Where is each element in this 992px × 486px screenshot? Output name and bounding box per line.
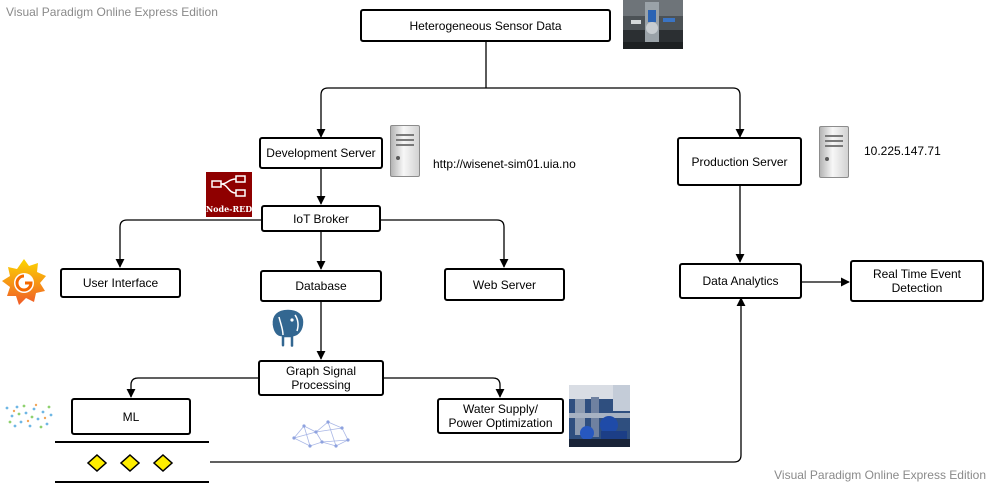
dev-server-url: http://wisenet-sim01.uia.no [433, 157, 576, 171]
production-server-box[interactable]: Production Server [677, 137, 802, 186]
graph-signal-processing-label: Graph Signal Processing [285, 364, 357, 392]
datastore-top-line [55, 441, 209, 443]
prod-server-ip: 10.225.147.71 [864, 144, 941, 158]
scatter-plot-icon [3, 402, 55, 431]
sensor-data-label: Heterogeneous Sensor Data [409, 18, 562, 33]
water-plant-photo [569, 385, 630, 447]
pipeline-diamonds [86, 453, 174, 473]
development-server-box[interactable]: Development Server [259, 137, 383, 169]
web-server-label: Web Server [472, 277, 537, 292]
production-server-label: Production Server [691, 154, 788, 169]
data-analytics-box[interactable]: Data Analytics [679, 263, 802, 299]
ml-label: ML [122, 409, 140, 424]
iot-broker-label: IoT Broker [293, 211, 349, 226]
edge-iot-to-ui [115, 219, 261, 268]
edge-iot-to-webserver [381, 219, 509, 268]
diamond-icon [152, 453, 174, 473]
sensor-photo [623, 0, 683, 49]
watermark-top-left: Visual Paradigm Online Express Edition [6, 5, 218, 19]
diamond-icon [119, 453, 141, 473]
iot-broker-box[interactable]: IoT Broker [261, 205, 381, 232]
edge-gsp-to-ml [126, 377, 258, 398]
data-analytics-label: Data Analytics [702, 274, 779, 288]
web-server-box[interactable]: Web Server [444, 268, 565, 301]
realtime-event-label: Real Time Event Detection [872, 267, 962, 295]
grafana-logo [2, 259, 46, 305]
database-box[interactable]: Database [260, 270, 382, 302]
graph-network-icon [292, 420, 350, 448]
edge-split-to-dev [316, 87, 486, 138]
edge-gsp-to-water [384, 377, 505, 398]
prod-server-icon [819, 126, 849, 178]
user-interface-box[interactable]: User Interface [60, 268, 181, 298]
water-supply-box[interactable]: Water Supply/ Power Optimization [437, 398, 564, 434]
user-interface-label: User Interface [82, 276, 159, 290]
development-server-label: Development Server [266, 146, 376, 160]
ml-box[interactable]: ML [71, 398, 191, 435]
graph-signal-processing-box[interactable]: Graph Signal Processing [258, 360, 384, 396]
database-label: Database [295, 279, 347, 293]
node-red-logo: Node-RED [206, 172, 252, 217]
watermark-bottom-right: Visual Paradigm Online Express Edition [774, 468, 986, 482]
dev-server-icon [390, 125, 420, 177]
edge-split-to-prod [486, 87, 745, 138]
postgresql-logo [271, 308, 305, 349]
node-red-text: Node-RED [206, 204, 252, 214]
edge-ml-to-analytics [210, 297, 746, 463]
realtime-event-box[interactable]: Real Time Event Detection [850, 260, 984, 302]
datastore-bottom-line [55, 481, 209, 483]
water-supply-label: Water Supply/ Power Optimization [448, 402, 553, 430]
sensor-data-box[interactable]: Heterogeneous Sensor Data [360, 9, 611, 42]
diamond-icon [86, 453, 108, 473]
